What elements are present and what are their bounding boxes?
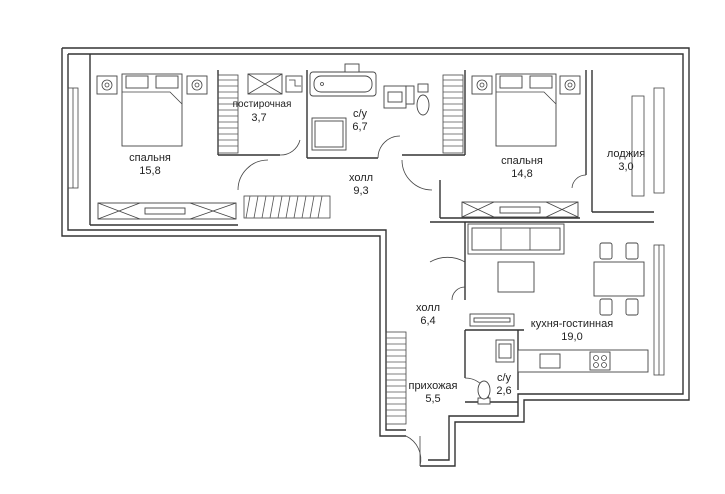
doors [237, 135, 587, 467]
sofa [467, 223, 565, 255]
sink-bath2 [495, 339, 515, 363]
room-area-dressing: 3,7 [251, 112, 267, 124]
bathtub [309, 63, 377, 97]
laundry-machines [247, 73, 303, 95]
nightstands-bedroom1 [96, 75, 208, 95]
sink-bath1 [383, 85, 415, 109]
nightstands-bedroom2 [471, 75, 581, 95]
kitchen-counter [517, 349, 649, 373]
room-label-dressing: постирочная [232, 99, 292, 110]
coffee-table [497, 261, 535, 293]
toilet-bath2 [477, 380, 491, 405]
loggia-window [631, 95, 645, 197]
windows [67, 87, 665, 376]
shower [311, 117, 347, 151]
dining-table [593, 242, 645, 316]
bed-bedroom1 [121, 73, 183, 147]
wardrobe-bedroom2 [461, 201, 579, 218]
tv-unit [469, 313, 515, 327]
hatched-partitions [217, 74, 464, 425]
toilet-bath1 [416, 83, 430, 116]
wardrobe-bedroom1 [97, 202, 237, 220]
bed-bedroom2 [495, 73, 557, 147]
